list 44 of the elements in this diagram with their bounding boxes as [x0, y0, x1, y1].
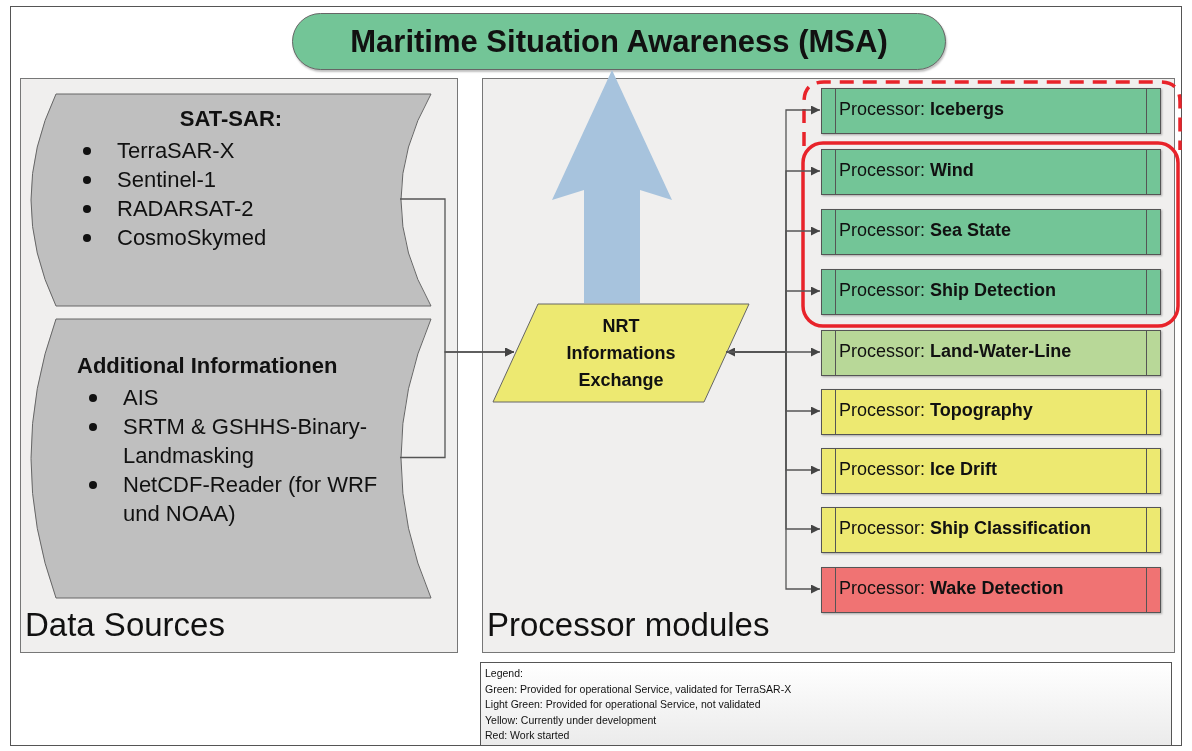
node-label: Processor: Topography	[839, 400, 1033, 421]
list-item: Sentinel-1	[71, 165, 391, 194]
group-panel	[20, 78, 458, 653]
title-pill	[292, 13, 946, 70]
list-item: TerraSAR-X	[71, 136, 391, 165]
node-label: Processor: Ice Drift	[839, 459, 998, 480]
flow-arrow	[552, 70, 672, 303]
source-heading: Additional Informationen	[76, 353, 339, 379]
list-item: SRTM & GSHHS-Binary-Landmasking	[71, 412, 391, 470]
processor-box	[821, 209, 1161, 255]
legend-text: Red: Work started	[485, 728, 571, 743]
list-item: CosmoSkymed	[71, 223, 391, 252]
connector-arrow	[399, 347, 515, 459]
source-heading: SAT-SAR:	[178, 106, 284, 132]
panel-title: Processor modules	[487, 606, 770, 644]
legend-text: Legend:	[485, 666, 524, 681]
processor-box	[821, 389, 1161, 435]
node-label: Processor: Ship Detection	[839, 280, 1057, 301]
node-label: Processor: Wind	[839, 160, 974, 181]
node-label: Processor: Icebergs	[839, 99, 1005, 120]
node-label: Processor: Land-Water-Line	[839, 341, 1072, 362]
node-label: Processor: Wake Detection	[839, 578, 1064, 599]
data-source-shape	[31, 319, 431, 598]
legend-text: Green: Provided for operational Service, validated for TerraSAR-X	[485, 681, 793, 697]
node-label: NRT Informations Exchange	[565, 314, 677, 392]
processor-box	[821, 88, 1161, 134]
processor-box	[821, 149, 1161, 195]
list-item: AIS	[71, 383, 391, 412]
node-label: Maritime Situation Awareness (MSA)	[350, 23, 888, 60]
processor-box	[821, 330, 1161, 376]
node-label: Processor: Ship Classification	[839, 518, 1092, 539]
processor-box	[821, 269, 1161, 315]
list-item: RADARSAT-2	[71, 194, 391, 223]
legend-text: Light Green: Provided for operational Service, not validated	[485, 697, 762, 712]
group-panel	[482, 78, 1175, 653]
processor-box	[821, 567, 1161, 613]
processor-box	[821, 448, 1161, 494]
panel-title: Data Sources	[25, 606, 225, 644]
data-parallelogram	[493, 304, 749, 402]
node-label: Processor: Sea State	[839, 220, 1012, 241]
list-item: NetCDF-Reader (for WRF und NOAA)	[71, 470, 391, 528]
data-source-shape	[31, 94, 431, 306]
legend-text: Yellow: Currently under development	[485, 712, 658, 728]
processor-box	[821, 507, 1161, 553]
